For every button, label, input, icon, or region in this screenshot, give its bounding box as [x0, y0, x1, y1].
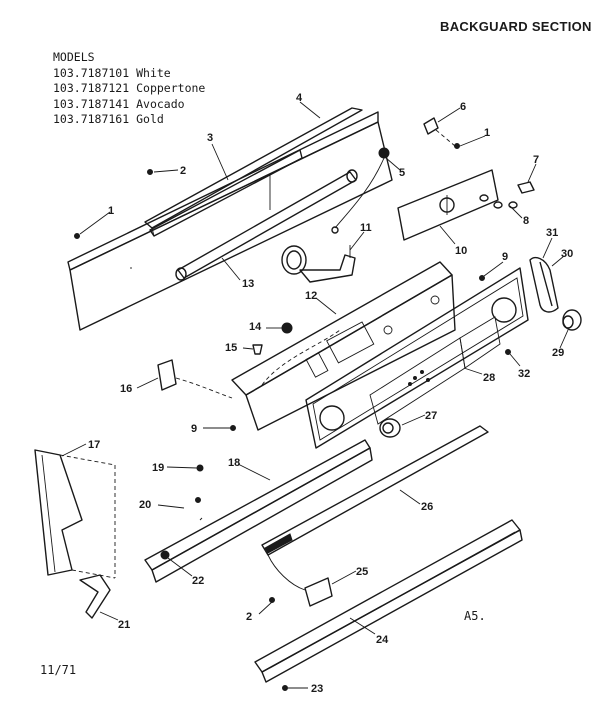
callout-label: 25 — [356, 566, 368, 578]
terminal-block — [267, 554, 333, 607]
model-finish: Avocado — [136, 96, 185, 111]
model-number: 103.7187101 — [53, 65, 130, 80]
callout-label: 6 — [460, 101, 466, 113]
callout-label: 23 — [311, 683, 323, 695]
model-finish: White — [136, 65, 171, 80]
callout-label: 14 — [249, 321, 262, 333]
model-row: 103.7187101 White — [53, 66, 205, 82]
callout-label: 20 — [139, 499, 151, 511]
callout-label: 1 — [484, 127, 490, 139]
switch-assembly — [281, 245, 356, 283]
model-number: 103.7187121 — [53, 81, 130, 96]
models-heading: MODELS — [53, 50, 95, 64]
callout-label: 26 — [421, 501, 433, 513]
lamp-socket — [331, 147, 390, 234]
callout-label: 29 — [552, 347, 564, 359]
mounting-clip — [157, 359, 233, 399]
callout-label: 19 — [152, 462, 164, 474]
small-knob — [379, 418, 401, 438]
bracket — [423, 117, 456, 147]
main-backguard-panel — [231, 261, 456, 431]
corner-bracket — [79, 574, 111, 619]
callout-label: 5 — [399, 167, 405, 179]
model-row: 103.7187161 Gold — [53, 112, 205, 128]
callout-label: 9 — [191, 423, 197, 435]
callout-label: 24 — [376, 634, 389, 646]
callout-label: 28 — [483, 372, 495, 384]
model-number: 103.7187161 — [53, 112, 130, 127]
side-panel — [34, 449, 116, 579]
model-finish: Coppertone — [136, 81, 206, 96]
callout-label: 2 — [246, 611, 252, 623]
callout-numbers: 1 2 3 4 5 6 1 7 8 10 11 13 12 9 31 30 14… — [88, 92, 573, 695]
callout-label: 15 — [225, 342, 237, 354]
callout-label: 32 — [518, 368, 530, 380]
callout-label: 3 — [207, 132, 213, 144]
revision-date: 11/71 — [40, 663, 77, 677]
timer-plate — [397, 169, 518, 241]
callout-label: 18 — [228, 457, 240, 469]
callout-label: 12 — [305, 290, 317, 302]
callout-label: 17 — [88, 439, 100, 451]
callout-label: 22 — [192, 575, 204, 587]
back-panel — [67, 111, 393, 331]
end-cap — [529, 257, 559, 313]
trim-strip — [261, 425, 489, 556]
callout-label: 31 — [546, 227, 558, 239]
callout-label: 8 — [523, 215, 529, 227]
page-code: A5. — [464, 609, 486, 623]
callout-label: 16 — [120, 383, 132, 395]
callout-label: 21 — [118, 619, 130, 631]
leader-lines — [61, 101, 569, 689]
callout-label: 30 — [561, 248, 573, 260]
screws — [74, 143, 511, 691]
fastener-parts — [252, 322, 293, 355]
callout-label: 9 — [502, 251, 508, 263]
indicator-bulb — [517, 181, 535, 194]
model-row: 103.7187141 Avocado — [53, 97, 205, 113]
model-finish: Gold — [136, 112, 164, 127]
front-control-panel — [305, 267, 529, 449]
models-list: MODELS 103.7187101 White 103.7187121 Cop… — [53, 50, 205, 128]
callout-label: 11 — [360, 222, 372, 234]
section-title: BACKGUARD SECTION — [440, 19, 592, 34]
callout-label: 27 — [425, 410, 437, 422]
fluorescent-tube — [175, 169, 358, 281]
callout-label: 1 — [108, 205, 114, 217]
callout-label: 2 — [180, 165, 186, 177]
callout-label: 4 — [296, 92, 303, 104]
top-trim-strips — [144, 107, 363, 237]
callout-label: 13 — [242, 278, 254, 290]
model-number: 103.7187141 — [53, 96, 130, 111]
callout-label: 10 — [455, 245, 467, 257]
lower-trim — [254, 519, 523, 683]
lower-support-rail — [144, 439, 373, 583]
callout-label: 7 — [533, 154, 539, 166]
model-row: 103.7187121 Coppertone — [53, 81, 205, 97]
control-knob — [562, 309, 582, 331]
